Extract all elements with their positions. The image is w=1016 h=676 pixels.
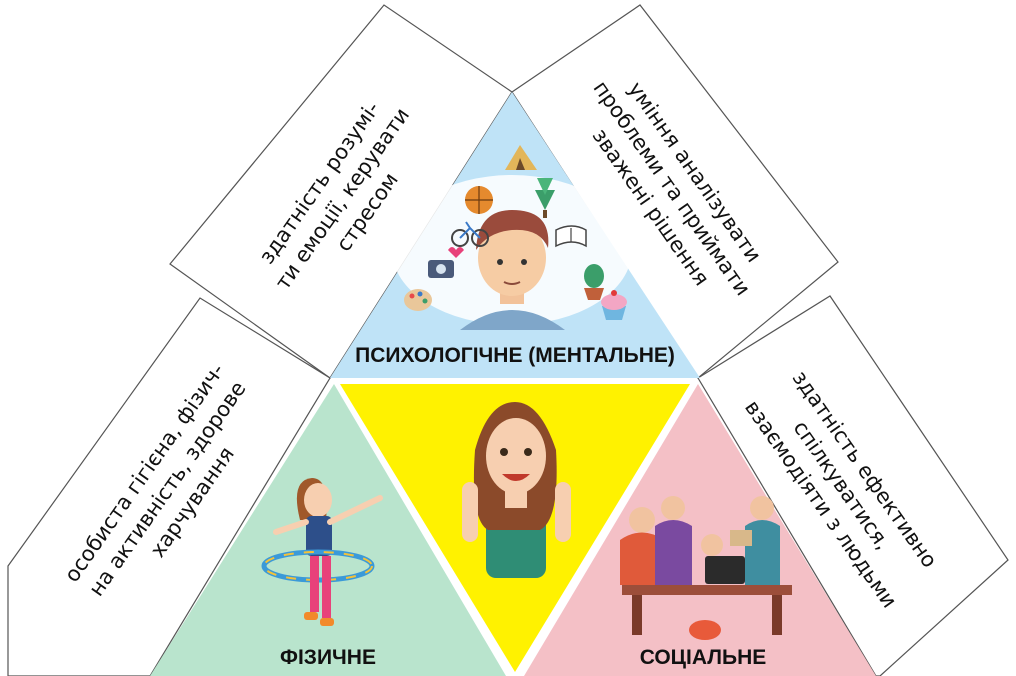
bicycle-icon <box>451 221 489 247</box>
boy-illustration <box>460 210 565 330</box>
section-center <box>340 384 690 672</box>
card-physical: особиста гігієна, фізич- на активність, … <box>7 297 331 676</box>
book-icon <box>555 225 587 248</box>
basketball-icon <box>465 186 493 214</box>
label-physical: ФІЗИЧНЕ <box>280 646 376 669</box>
cupcake-icon <box>601 290 627 320</box>
people-illustration <box>620 496 792 640</box>
label-social: СОЦІАЛЬНЕ <box>640 646 767 669</box>
section-social: СОЦІАЛЬНЕ <box>524 384 876 676</box>
palette-icon <box>404 289 432 311</box>
tree-icon <box>535 178 555 218</box>
social-triangle <box>524 384 876 676</box>
tent-icon <box>505 145 537 170</box>
section-physical: ФІЗИЧНЕ <box>150 384 506 676</box>
camera-icon <box>428 247 464 278</box>
section-mental: ПСИХОЛОГІЧНЕ (МЕНТАЛЬНЕ) <box>330 92 700 378</box>
girl-illustration <box>462 402 571 578</box>
label-mental: ПСИХОЛОГІЧНЕ (МЕНТАЛЬНЕ) <box>355 344 675 367</box>
plant-icon <box>584 264 604 300</box>
hula-girl-illustration <box>261 478 383 626</box>
card-decisions: уміння аналізувати проблеми та приймати … <box>511 4 839 379</box>
